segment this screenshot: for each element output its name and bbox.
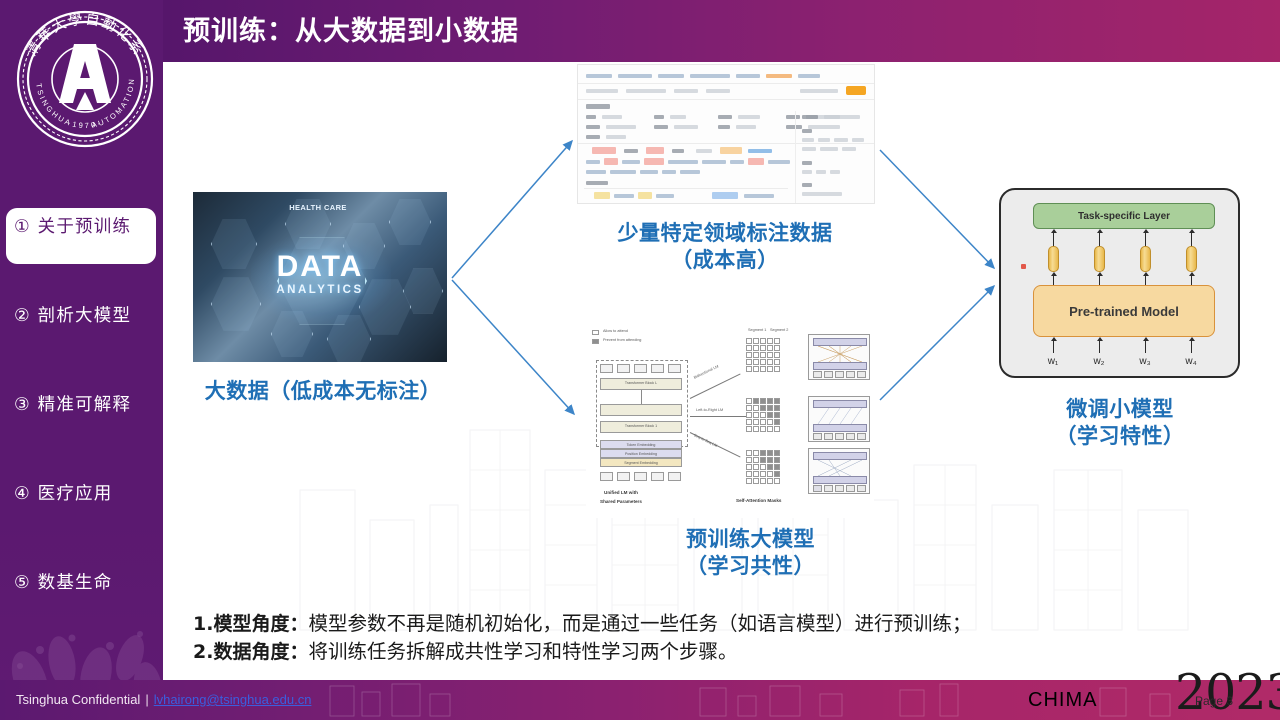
footer-confidential-line: Tsinghua Confidential | lvhairong@tsinghua… (16, 692, 311, 707)
unilm-legend-allow: Allow to attend (603, 329, 628, 333)
photo-word-data: DATA (276, 250, 364, 283)
arrow-pretrain-to-finetune (879, 284, 996, 401)
unilm-segment-embedding: Segment Embedding (600, 458, 682, 467)
sidebar-item-5-label: ⑤ 数基生命 (14, 573, 113, 593)
tsinghua-automation-logo: 清華大學自動化系 TSINGHUA ·1970· AUTOMATION (16, 10, 154, 148)
sidebar-item-3[interactable]: ③ 精准可解释 (0, 383, 163, 472)
unilm-architecture-figure: Allow to attend Prevent from attending T… (586, 320, 874, 518)
photo-word-health: HEALTH CARE (289, 203, 347, 212)
unilm-transformer-block-1: Transformer Block 1 (600, 421, 682, 433)
unilm-net-panel-3 (808, 448, 870, 494)
capsule-node-4 (1186, 246, 1197, 272)
sidebar-item-4[interactable]: ④ 医疗应用 (0, 472, 163, 561)
unilm-mask-title: Self-Attention Masks (736, 498, 782, 503)
svg-text:·1970·: ·1970· (67, 118, 104, 130)
pre-trained-model-box: Pre-trained Model (1033, 285, 1215, 337)
caption-finetune-model: 微调小模型 （学习特性） (1055, 397, 1185, 448)
sidebar-item-2[interactable]: ② 剖析大模型 (0, 294, 163, 383)
body-text-block: 1.模型角度：模型参数不再是随机初始化，而是通过一些任务（如语言模型）进行预训练… (193, 610, 1253, 666)
sidebar-nav: ① 关于预训练 ② 剖析大模型 ③ 精准可解释 ④ 医疗应用 ⑤ 数基生命 (0, 205, 163, 650)
footer-band: Tsinghua Confidential | lvhairong@tsinghua… (0, 680, 1280, 720)
unilm-objective-bidirectional: Bidirectional LM (693, 364, 720, 380)
unilm-transformer-mid (600, 404, 682, 416)
unilm-left-caption-2: Shared Parameters (600, 499, 642, 504)
caption-big-data: 大数据（低成本无标注） (204, 379, 442, 403)
sidebar-item-1-label: ① 关于预训练 (14, 217, 132, 237)
unilm-col-seg2: Segment 2 (770, 328, 789, 332)
footer-separator: | (145, 692, 149, 707)
task-specific-layer-box: Task-specific Layer (1033, 203, 1215, 229)
body-line-2-text: 将训练任务拆解成共性学习和特性学习两个步骤。 (308, 640, 738, 663)
unilm-token-embedding: Token Embedding (600, 440, 682, 449)
capsule-node-1 (1048, 246, 1059, 272)
photo-glow (251, 234, 391, 324)
page-title: 预训练：从大数据到小数据 (183, 16, 519, 47)
input-label-w2: w₂ (1093, 356, 1105, 367)
unilm-legend-prevent: Prevent from attending (603, 338, 642, 342)
sidebar-item-1[interactable]: ① 关于预训练 (0, 205, 163, 294)
unilm-net-panel-2 (808, 396, 870, 442)
red-marker-dot (1021, 264, 1026, 269)
screenshot-primary-button (846, 86, 866, 95)
body-line-1-text: 模型参数不再是随机初始化，而是通过一些任务（如语言模型）进行预训练； (308, 612, 972, 635)
pretrained-model-diagram: Task-specific Layer Pre-trained Model (999, 188, 1240, 378)
unilm-objective-seq-to-seq: Seq-to-Seq LM (693, 433, 718, 448)
conference-label: CHIMA (1028, 689, 1098, 711)
input-label-w1: w₁ (1047, 356, 1059, 367)
sidebar: 清華大學自動化系 TSINGHUA ·1970· AUTOMATION ① 关于… (0, 0, 163, 720)
capsule-node-2 (1094, 246, 1105, 272)
annotation-tool-screenshot (577, 64, 875, 204)
unilm-net-panel-1 (808, 334, 870, 380)
body-line-2: 2.数据角度：将训练任务拆解成共性学习和特性学习两个步骤。 (193, 638, 1253, 666)
unilm-left-caption-1: Unified LM with (604, 490, 638, 495)
body-line-1: 1.模型角度：模型参数不再是随机初始化，而是通过一些任务（如语言模型）进行预训练… (193, 610, 1253, 638)
screenshot-side-panel (795, 111, 874, 203)
sidebar-item-2-label: ② 剖析大模型 (14, 306, 132, 326)
page-number: Page 3 (1195, 694, 1234, 708)
unilm-col-seg1: Segment 1 (748, 328, 767, 332)
caption-labeled-data: 少量特定领域标注数据 （成本高） (617, 221, 833, 272)
arrow-bigdata-to-labeled (451, 139, 573, 279)
unilm-objective-left-to-right: Left-to-Right LM (696, 408, 724, 412)
arrow-labeled-to-finetune (879, 149, 996, 270)
hex-icon-overlay (193, 192, 447, 362)
footer-texture (329, 683, 1171, 717)
input-label-w4: w₄ (1185, 356, 1197, 367)
photo-word-analytics: ANALYTICS (276, 284, 364, 296)
unilm-transformer-block-L: Transformer Block L (600, 378, 682, 390)
sidebar-active-pill (6, 208, 156, 264)
sidebar-item-4-label: ④ 医疗应用 (14, 484, 113, 504)
unilm-position-embedding: Position Embedding (600, 449, 682, 458)
header-band: 预训练：从大数据到小数据 (163, 0, 1280, 62)
body-line-1-lead: 1.模型角度： (193, 613, 309, 635)
input-label-w3: w₃ (1139, 356, 1151, 367)
big-data-photo: DATA ANALYTICS HEALTH CARE (193, 192, 447, 362)
footer-email-link[interactable]: lvhairong@tsinghua.edu.cn (153, 692, 312, 707)
sidebar-item-5[interactable]: ⑤ 数基生命 (0, 561, 163, 650)
arrow-bigdata-to-pretrain (451, 279, 576, 416)
caption-pretrain-model: 预训练大模型 （学习共性） (686, 527, 815, 578)
body-line-2-lead: 2.数据角度： (193, 641, 309, 663)
footer-confidential-text: Tsinghua Confidential (16, 692, 141, 707)
capsule-node-3 (1140, 246, 1151, 272)
sidebar-item-3-label: ③ 精准可解释 (14, 395, 132, 415)
year-badge: 2023 (1175, 664, 1280, 720)
